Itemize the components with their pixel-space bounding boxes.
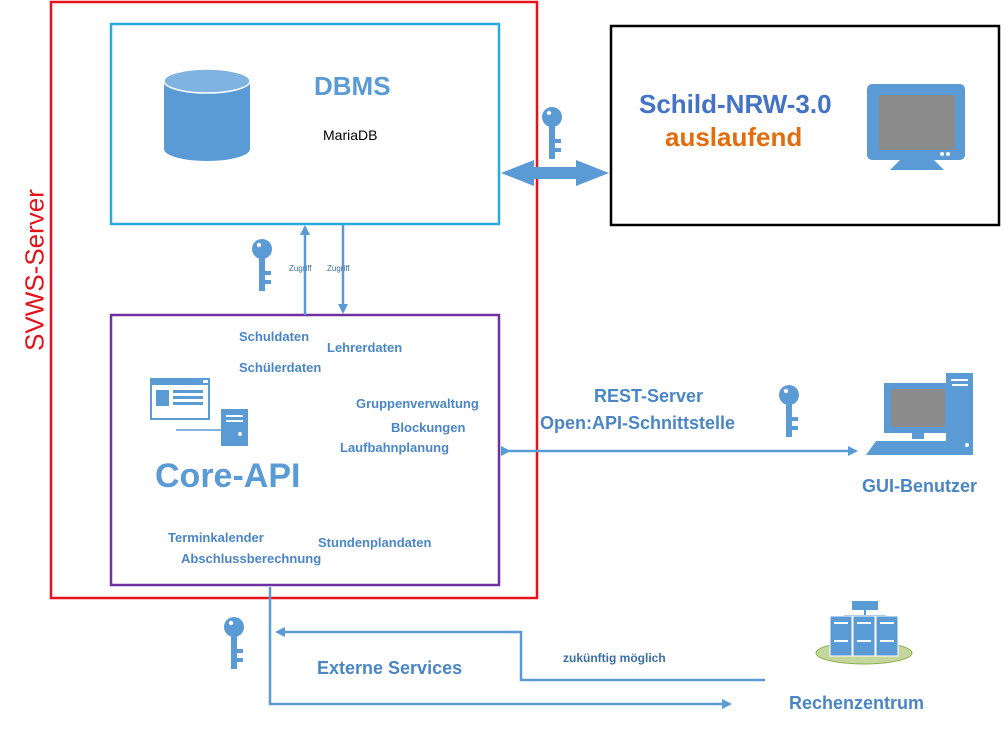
dbms-box [109,22,501,226]
monitor-icon [867,84,965,170]
key-icon-external [224,617,244,669]
dbms-subtitle: MariaDB [323,127,378,143]
gui-user-label: GUI-Benutzer [862,476,978,496]
database-icon [163,68,251,161]
data-item-stundenplandaten: Stundenplandaten [318,535,432,550]
key-icon-rest [779,385,799,437]
svws-server-box [49,0,539,600]
core-api-title: Core-API [155,457,301,495]
data-item-terminkalender: Terminkalender [168,530,264,545]
data-item-schuelerdaten: Schülerdaten [239,360,322,375]
data-item-gruppenverwaltung: Gruppenverwaltung [356,396,479,411]
external-services-label: Externe Services [317,658,463,678]
key-icon-dbms-access [252,239,272,291]
access-up-label: Zugriff [289,264,312,273]
server-cluster-icon [815,601,913,665]
schild-title: Schild-NRW-3.0 [639,89,832,119]
rest-server-label: REST-Server [594,386,704,406]
external-service-inbound-arrow [275,627,765,682]
external-service-outbound-arrow [268,587,732,709]
dbms-title: DBMS [314,71,391,101]
data-item-schuldaten: Schuldaten [239,329,310,344]
data-item-blockungen: Blockungen [391,420,466,435]
svws-server-label: SVWS-Server [19,189,50,351]
data-item-lehrerdaten: Lehrerdaten [327,340,403,355]
schild-status: auslaufend [665,122,803,152]
computer-icon [866,373,973,455]
application-server-icon [150,378,248,446]
dbms-schild-double-arrow [501,160,609,186]
datacenter-label: Rechenzentrum [789,693,925,713]
future-label: zukünftig möglich [563,651,666,665]
access-down-label: Zugriff [327,264,350,273]
data-item-laufbahnplanung: Laufbahnplanung [340,440,450,455]
data-item-abschlussberechnung: Abschlussberechnung [181,551,322,566]
key-icon-schild [542,107,562,159]
openapi-label: Open:API-Schnittstelle [540,413,736,433]
